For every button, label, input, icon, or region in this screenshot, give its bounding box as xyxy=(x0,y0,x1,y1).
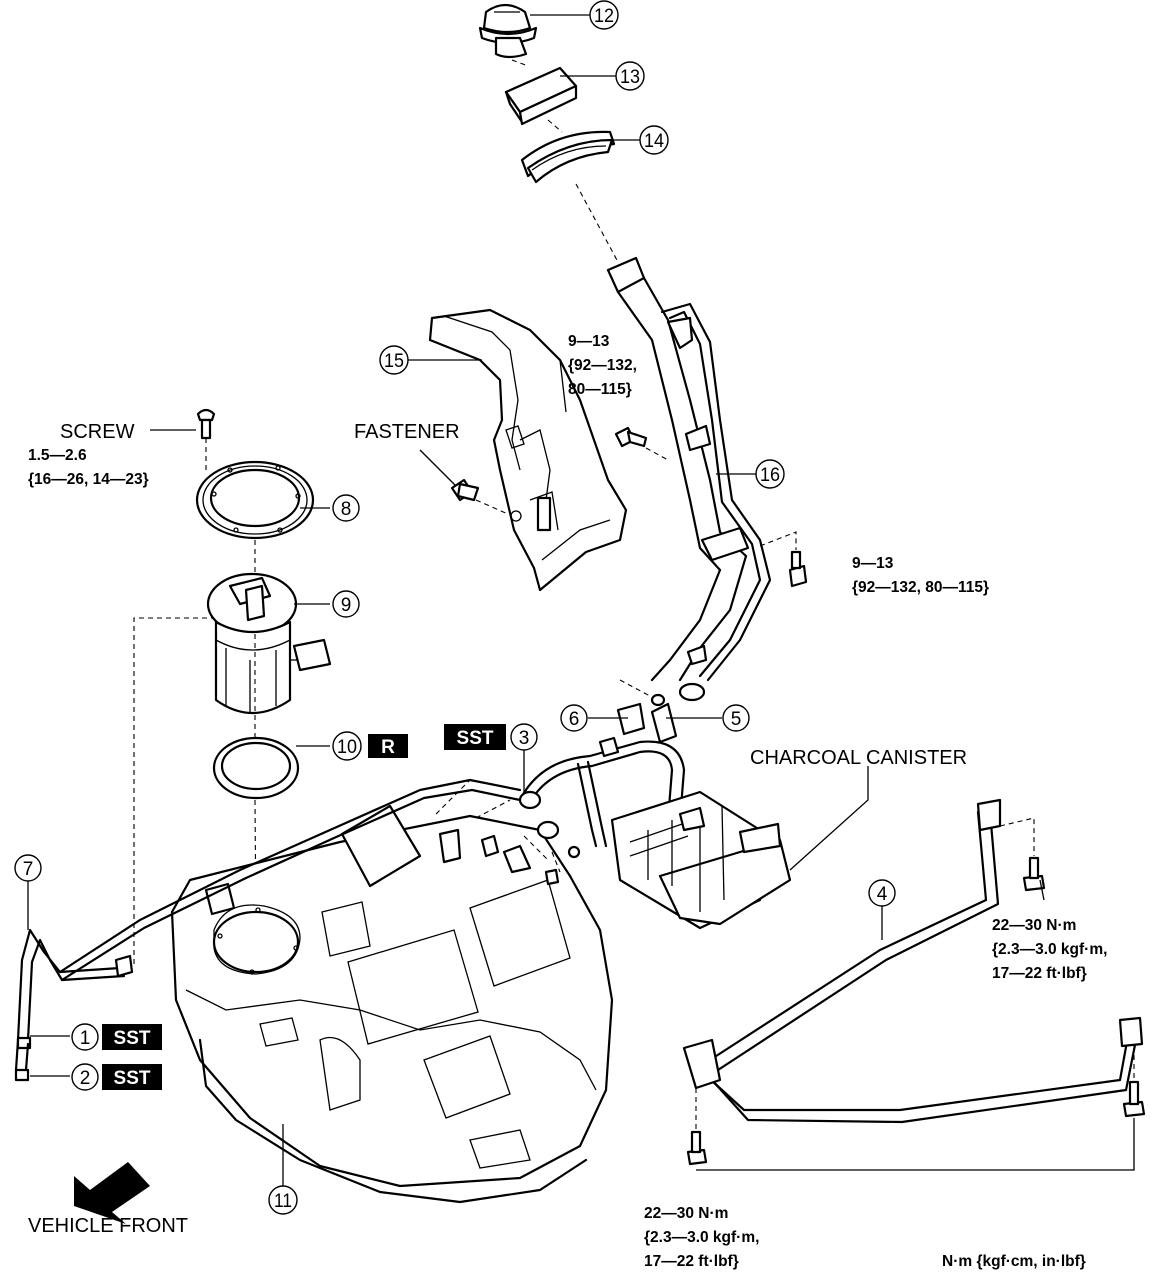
callout-14: 14 xyxy=(639,125,669,155)
callout-1: 1 xyxy=(71,1023,99,1051)
strap-bottom-torque-line-1: 22—30 N·m xyxy=(644,1205,728,1222)
callout-5: 5 xyxy=(722,704,750,732)
callout-10-number: 10 xyxy=(337,737,357,758)
screw xyxy=(196,408,216,440)
filler-seal-part-14 xyxy=(520,130,616,184)
callout-8-number: 8 xyxy=(341,499,352,520)
strap-bottom-torque-line-2: {2.3—3.0 kgf·m, xyxy=(644,1229,759,1246)
callout-2-number: 2 xyxy=(80,1068,91,1089)
callout-4: 4 xyxy=(868,879,896,907)
callout-3-number: 3 xyxy=(519,728,530,749)
sst-badge-2-text: SST xyxy=(114,1068,151,1089)
set-plate-part-8 xyxy=(195,460,315,540)
evap-hoses-parts-3-5-6 xyxy=(518,702,686,859)
replace-badge: R xyxy=(368,734,408,758)
callout-12: 12 xyxy=(589,0,619,30)
callout-7-number: 7 xyxy=(23,859,34,880)
callout-16: 16 xyxy=(755,459,785,489)
screw-label: SCREW xyxy=(60,421,135,443)
tank-strap-part-4 xyxy=(682,798,1144,1124)
callout-2: 2 xyxy=(71,1063,99,1091)
strap-right-torque-line-3: 17—22 ft·lbf} xyxy=(992,965,1087,982)
callout-11-number: 11 xyxy=(274,1191,292,1212)
strap-right-torque-line-1: 22—30 N·m xyxy=(992,917,1076,934)
strap-bottom-torque-line-3: 17—22 ft·lbf} xyxy=(644,1253,739,1270)
callout-9-number: 9 xyxy=(341,595,352,616)
callout-16-number: 16 xyxy=(760,465,780,486)
sst-badge-3-text: SST xyxy=(457,728,494,749)
callout-7: 7 xyxy=(14,854,42,882)
callout-9: 9 xyxy=(332,590,360,618)
screw-torque-line-2: {16—26, 14—23} xyxy=(28,471,149,488)
callout-8: 8 xyxy=(332,494,360,522)
callout-11: 11 xyxy=(268,1185,298,1215)
callout-10: 10 xyxy=(332,731,362,761)
callout-14-number: 14 xyxy=(644,131,664,152)
sst-badge-3: SST xyxy=(444,724,506,750)
callout-13-number: 13 xyxy=(620,67,640,88)
fuel-pump-part-9 xyxy=(206,572,332,715)
callout-4-number: 4 xyxy=(877,884,888,905)
units-legend: N·m {kgf·cm, in·lbf} xyxy=(942,1253,1086,1270)
callout-1-number: 1 xyxy=(80,1028,91,1049)
callout-3: 3 xyxy=(510,723,538,751)
pipe-bracket-torque-line-1: 9—13 xyxy=(852,555,894,572)
pipe-bracket-torque-line-2: {92—132, 80—115} xyxy=(852,579,989,596)
callout-15-number: 15 xyxy=(384,351,404,372)
charcoal-canister-label: CHARCOAL CANISTER xyxy=(750,747,967,769)
sst-badge-1-text: SST xyxy=(114,1028,151,1049)
callout-12-number: 12 xyxy=(594,6,614,27)
screw-torque-line-1: 1.5—2.6 xyxy=(28,447,87,464)
filler-bolt-torque-line-2: {92—132, xyxy=(568,357,637,374)
callout-13: 13 xyxy=(615,61,645,91)
vehicle-front-label: VEHICLE FRONT xyxy=(28,1215,188,1237)
filler-bolt-torque-line-3: 80—115} xyxy=(568,381,632,398)
filler-pipe-part-16 xyxy=(606,256,772,707)
sst-badge-1: SST xyxy=(102,1024,162,1050)
charcoal-canister xyxy=(610,790,792,930)
filler-cap-part-12 xyxy=(478,3,538,59)
filler-ring-part-13 xyxy=(504,66,578,126)
callout-6: 6 xyxy=(560,704,588,732)
replace-badge-text: R xyxy=(381,737,395,758)
bolts xyxy=(614,426,1146,1166)
callout-6-number: 6 xyxy=(569,709,580,730)
leader-lines xyxy=(27,14,1045,1186)
arrow-down-left-icon xyxy=(74,1162,150,1224)
callout-5-number: 5 xyxy=(731,709,742,730)
heat-shield-part-15 xyxy=(428,308,628,592)
fastener-label: FASTENER xyxy=(354,421,460,443)
fuel-tank-part-11 xyxy=(170,804,614,1204)
strap-right-torque-line-2: {2.3—3.0 kgf·m, xyxy=(992,941,1107,958)
callout-15: 15 xyxy=(379,345,409,375)
gasket-part-10 xyxy=(212,736,300,800)
fastener xyxy=(450,478,480,502)
sst-badge-2: SST xyxy=(102,1064,162,1090)
filler-bolt-torque-line-1: 9—13 xyxy=(568,333,610,350)
